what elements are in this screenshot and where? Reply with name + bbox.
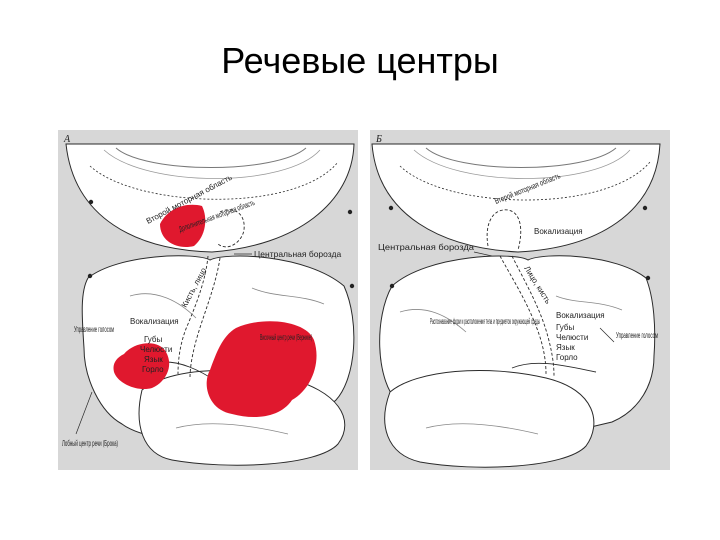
panel-b-fold-5 (555, 295, 623, 311)
panel-b-voice-leader (599, 327, 615, 343)
panel-b-motor-strip-top (486, 209, 522, 251)
panel-a-fold-1 (115, 147, 307, 168)
panel-a-marker-left (88, 199, 94, 205)
panel-a-fold-3 (89, 161, 339, 200)
panel-b-fold-2 (413, 149, 631, 179)
panel-b-voice-control-label: Управление голосом (616, 331, 658, 340)
panel-b-tongue-label: Язык (556, 343, 575, 352)
slide-title: Речевые центры (221, 40, 499, 81)
panel-b-central-sulcus-label: Центральная борозда (378, 242, 474, 252)
panel-b-fold-1 (425, 147, 617, 168)
wernicke-area (206, 321, 317, 418)
panel-a-motor-strip-line (189, 257, 221, 379)
panel-a-fold-4 (129, 293, 197, 319)
panel-b-fold-6 (425, 423, 539, 435)
panel-b-jaw-label: Челюсти (556, 333, 588, 342)
panel-b-temporal-lobe (384, 369, 595, 468)
panel-a-fold-2 (103, 149, 321, 179)
panel-b-marker-left-2 (389, 283, 395, 289)
panel-b-central-sulcus-leader (473, 251, 493, 257)
panel-b-marker-right-2 (645, 275, 651, 281)
panel-a-central-sulcus-label: Центральная борозда (254, 249, 341, 259)
panel-b-marker-left (388, 205, 394, 211)
panel-b-recognition-label: Распознавание форм и расположения тела и… (430, 317, 540, 326)
panel-a: А Второй моторная область Дополнительная… (58, 130, 358, 470)
panel-b-fold-3 (399, 161, 651, 201)
panel-b-motor-strip-line (511, 255, 555, 377)
panel-a-voice-control-label: Управление голосом (74, 325, 114, 334)
panel-b-fold-4 (399, 309, 467, 333)
panel-b-throat-label: Горло (556, 353, 578, 362)
panel-a-marker-right-2 (349, 283, 355, 289)
panel-b-central-sulcus-line (499, 255, 547, 375)
panel-b-lateral-fissure (511, 362, 597, 373)
panel-a-tongue-label: Язык (144, 355, 163, 364)
wernicke-label: Височный центр речи (Вернике) (260, 333, 312, 342)
panel-a-fold-6 (175, 423, 289, 435)
panel-a-supplementary-motor-area (160, 204, 206, 248)
panel-a-lips-label: Губы (144, 335, 162, 344)
panel-b-marker-right (642, 205, 648, 211)
panel-b: Б Второй моторная область Вокализация Це… (370, 130, 670, 470)
broca-label: Лобный центр речи (Брока) (62, 439, 118, 448)
panel-a-marker-left-2 (87, 273, 93, 279)
panel-a-letter: А (63, 134, 71, 145)
speech-centers-figure: А Второй моторная область Дополнительная… (56, 128, 672, 472)
panel-a-broca-leader (75, 391, 93, 435)
panel-a-motor-strip-top (217, 209, 245, 248)
panel-a-central-sulcus-line (177, 255, 209, 375)
panel-a-marker-right (347, 209, 353, 215)
panel-b-vocalization-label: Вокализация (556, 311, 605, 320)
panel-b-vocalization-top-label: Вокализация (534, 227, 583, 236)
panel-a-fold-5 (251, 287, 325, 305)
panel-a-vocalization-label: Вокализация (130, 317, 179, 326)
broca-area (113, 343, 170, 390)
panel-a-throat-label: Горло (142, 365, 164, 374)
panel-b-letter: Б (375, 134, 382, 145)
panel-b-lips-label: Губы (556, 323, 574, 332)
panel-a-jaw-label: Челюсти (140, 345, 172, 354)
